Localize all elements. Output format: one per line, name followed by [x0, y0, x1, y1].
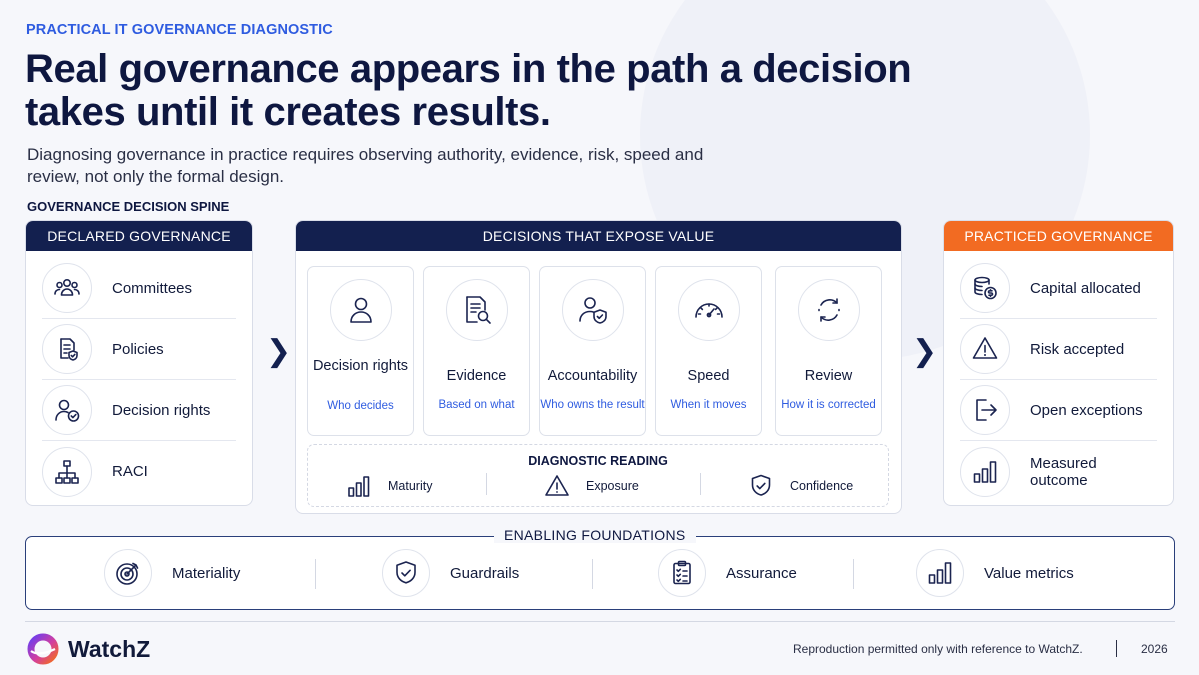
- page-title: Real governance appears in the path a de…: [25, 47, 912, 134]
- divider: [315, 559, 316, 589]
- shield-check-icon: [382, 549, 430, 597]
- diagnostic-item-maturity: Maturity: [346, 473, 432, 499]
- decision-card-title: Evidence: [446, 368, 507, 384]
- practiced-item-label: Measured outcome: [1030, 454, 1097, 489]
- decision-card-evidence: Evidence Based on what: [423, 266, 530, 436]
- foundation-item-assurance: Assurance: [658, 549, 797, 597]
- person-icon: [329, 279, 392, 341]
- declared-governance-heading: DECLARED GOVERNANCE: [26, 221, 252, 251]
- foundation-item-label: Assurance: [726, 564, 797, 582]
- spine-label: GOVERNANCE DECISION SPINE: [27, 199, 230, 214]
- eyebrow-label: PRACTICAL IT GOVERNANCE DIAGNOSTIC: [26, 22, 333, 38]
- person-check-icon: [42, 385, 92, 435]
- divider: [853, 559, 854, 589]
- warning-icon: [960, 324, 1010, 374]
- diagnostic-item-confidence: Confidence: [748, 473, 853, 499]
- declared-governance-panel: DECLARED GOVERNANCE Committees Policies …: [25, 220, 253, 506]
- watchz-logo-icon: [27, 633, 59, 665]
- foundation-item-label: Value metrics: [984, 564, 1074, 582]
- foundation-item-guardrails: Guardrails: [382, 549, 519, 597]
- decision-card-review: Review How it is corrected: [775, 266, 882, 436]
- checklist-icon: [658, 549, 706, 597]
- warning-icon: [545, 475, 569, 496]
- diagnostic-reading-title: DIAGNOSTIC READING: [528, 454, 668, 468]
- foundation-item-label: Materiality: [172, 564, 241, 582]
- divider: [700, 473, 701, 495]
- refresh-cycle-icon: [797, 279, 860, 341]
- page-subtitle: Diagnosing governance in practice requir…: [27, 145, 704, 186]
- footer-divider: [25, 621, 1175, 622]
- diagnostic-item-exposure: Exposure: [544, 473, 639, 499]
- decision-card-title: Speed: [687, 368, 730, 384]
- diagnostic-reading-box: DIAGNOSTIC READING Maturity Exposure Con…: [307, 444, 889, 507]
- bar-chart-icon: [916, 549, 964, 597]
- decision-card-accountability: Accountability Who owns the result: [539, 266, 646, 436]
- decisions-panel: DECISIONS THAT EXPOSE VALUE Decision rig…: [295, 220, 902, 514]
- declared-item-policies: Policies: [42, 319, 236, 380]
- practiced-item-label: Capital allocated: [1030, 279, 1141, 297]
- practiced-item-risk: Risk accepted: [960, 319, 1157, 380]
- diagnostic-item-label: Maturity: [388, 479, 433, 493]
- decision-card-title: Accountability: [547, 368, 638, 384]
- practiced-item-label: Open exceptions: [1030, 401, 1143, 419]
- divider: [592, 559, 593, 589]
- chevron-right-icon: ❯: [266, 335, 292, 368]
- practiced-item-capital: Capital allocated: [960, 258, 1157, 319]
- document-search-icon: [445, 279, 508, 341]
- bar-chart-icon: [348, 476, 370, 497]
- shield-check-icon: [751, 474, 771, 496]
- decision-card-title: Review: [804, 368, 853, 384]
- declared-item-raci: RACI: [42, 441, 236, 502]
- enabling-foundations-panel: ENABLING FOUNDATIONS Materiality Guardra…: [25, 527, 1175, 610]
- brand-logo: WatchZ: [26, 632, 150, 666]
- target-icon: [104, 549, 152, 597]
- decision-card-subtitle: When it moves: [670, 399, 747, 411]
- diagnostic-item-label: Exposure: [586, 479, 639, 493]
- declared-item-label: Committees: [112, 279, 193, 297]
- policy-document-icon: [42, 324, 92, 374]
- foundation-item-label: Guardrails: [450, 564, 520, 582]
- footer-note: Reproduction permitted only with referen…: [793, 642, 1083, 656]
- declared-item-label: Policies: [112, 340, 164, 358]
- decision-card-subtitle: Who decides: [327, 400, 394, 412]
- chevron-right-icon: ❯: [912, 335, 938, 368]
- foundation-item-materiality: Materiality: [104, 549, 240, 597]
- declared-item-label: Decision rights: [112, 401, 211, 419]
- practiced-item-outcome: Measured outcome: [960, 441, 1157, 502]
- org-chart-icon: [42, 446, 92, 497]
- foundation-item-value-metrics: Value metrics: [916, 549, 1074, 597]
- exit-arrow-icon: [960, 385, 1010, 435]
- footer-separator: [1116, 640, 1117, 657]
- decision-card-subtitle: Who owns the result: [540, 399, 645, 411]
- speedometer-icon: [677, 279, 740, 341]
- declared-item-label: RACI: [112, 463, 148, 480]
- bar-chart-icon: [960, 446, 1010, 497]
- diagnostic-item-label: Confidence: [790, 479, 854, 493]
- declared-item-decision-rights: Decision rights: [42, 380, 236, 441]
- declared-item-committees: Committees: [42, 258, 236, 319]
- decision-card-decision-rights: Decision rights Who decides: [307, 266, 414, 436]
- decision-card-title: Decision rights: [312, 358, 409, 374]
- decisions-heading: DECISIONS THAT EXPOSE VALUE: [296, 221, 901, 251]
- practiced-item-exceptions: Open exceptions: [960, 380, 1157, 441]
- enabling-foundations-heading: ENABLING FOUNDATIONS: [494, 527, 696, 543]
- people-group-icon: [42, 263, 92, 313]
- practiced-governance-panel: PRACTICED GOVERNANCE Capital allocated R…: [943, 220, 1174, 506]
- coins-icon: [960, 263, 1010, 313]
- person-shield-icon: [561, 279, 624, 341]
- footer-year: 2026: [1141, 642, 1168, 656]
- decision-card-subtitle: Based on what: [438, 399, 515, 411]
- divider: [486, 473, 487, 495]
- brand-name: WatchZ: [68, 635, 151, 662]
- practiced-governance-heading: PRACTICED GOVERNANCE: [944, 221, 1173, 251]
- decision-card-speed: Speed When it moves: [655, 266, 762, 436]
- decision-card-subtitle: How it is corrected: [781, 399, 876, 411]
- practiced-item-label: Risk accepted: [1030, 340, 1125, 358]
